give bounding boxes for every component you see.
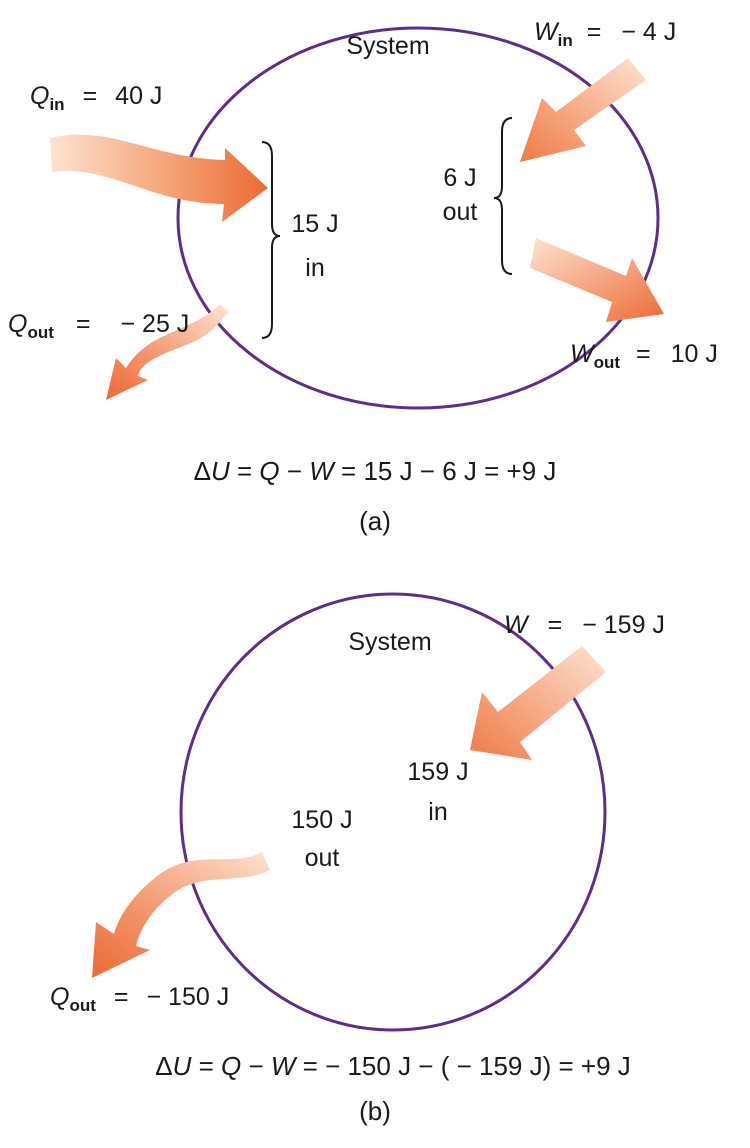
work-out-arrow xyxy=(530,238,664,322)
net-work-direction: out xyxy=(443,198,478,226)
system-label-b: System xyxy=(348,628,431,656)
heat-in-arrow xyxy=(50,134,268,222)
q-in-label: Qin=40 J xyxy=(30,82,162,114)
work-in-arrow xyxy=(520,58,646,162)
w-label-b: W=− 159 J xyxy=(504,611,665,639)
system-circle-a xyxy=(176,26,660,410)
work-in-direction-b: in xyxy=(428,798,447,826)
net-heat-value: 15 J xyxy=(291,210,338,238)
q-out-label-b: Qout=− 150 J xyxy=(50,983,229,1015)
net-heat-direction: in xyxy=(305,254,324,282)
heat-out-arrow-b xyxy=(92,852,270,978)
w-in-label: Win=− 4 J xyxy=(534,18,676,50)
work-arrow-b xyxy=(470,646,606,760)
caption-b: (b) xyxy=(359,1096,391,1126)
heat-out-arrow xyxy=(106,304,228,400)
heat-out-value-b: 150 J xyxy=(291,806,352,834)
caption-a: (a) xyxy=(359,506,391,536)
system-label-a: System xyxy=(346,32,429,60)
w-out-label: Wout=10 J xyxy=(570,340,718,372)
q-out-label: Qout=− 25 J xyxy=(8,310,189,342)
equation-a: ΔU = Q − W = 15 J − 6 J = +9 J xyxy=(194,456,557,486)
system-circle-b xyxy=(179,592,607,1032)
panel-a: System Qin=40 J Qout=− 25 J Win=− 4 J Wo… xyxy=(8,18,718,536)
net-work-value: 6 J xyxy=(443,164,476,192)
brace-net-work xyxy=(493,117,513,275)
work-in-value-b: 159 J xyxy=(407,758,468,786)
panel-b: System W=− 159 J Qout=− 150 J 159 J in 1… xyxy=(50,592,665,1126)
heat-out-direction-b: out xyxy=(305,844,340,872)
equation-b: ΔU = Q − W = − 150 J − ( − 159 J) = +9 J xyxy=(155,1051,631,1081)
brace-net-heat xyxy=(261,141,281,339)
